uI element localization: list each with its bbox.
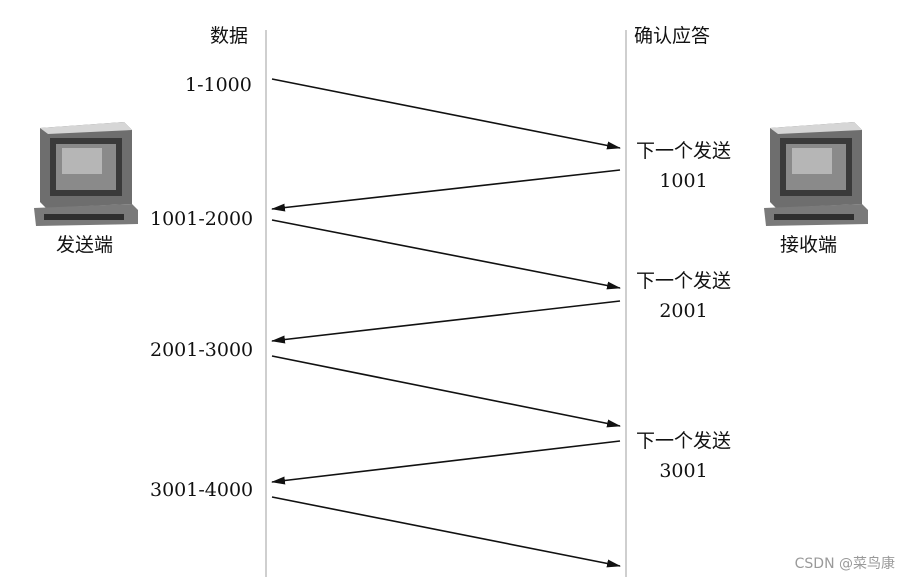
watermark: CSDN @菜鸟康: [794, 556, 895, 572]
ack-column-header: 确认应答: [634, 25, 711, 47]
data-column-header: 数据: [210, 25, 249, 47]
receiver-label: 接收端: [780, 234, 838, 256]
ack-label-text: 下一个发送: [636, 430, 732, 452]
ack-arrow-1: [271, 169, 621, 212]
sender-computer-icon: [34, 122, 138, 226]
data-arrow-1: [271, 78, 621, 150]
ack-label: 下一个发送 2001: [636, 266, 731, 326]
ack-arrow-3: [271, 440, 621, 485]
ack-label: 下一个发送 3001: [636, 426, 731, 486]
ack-label-text: 下一个发送: [636, 270, 732, 292]
ack-label-number: 1001: [659, 170, 708, 192]
data-arrow-3: [271, 355, 621, 428]
segment-label: 1-1000: [185, 74, 252, 96]
ack-label-number: 2001: [659, 300, 708, 322]
ack-label: 下一个发送 1001: [636, 136, 731, 196]
segment-label: 1001-2000: [150, 208, 254, 230]
receiver-computer-icon: [764, 122, 868, 226]
sender-label: 发送端: [56, 234, 114, 256]
ack-arrow-2: [271, 300, 621, 344]
data-arrow-2: [271, 219, 621, 290]
data-arrow-4: [271, 496, 621, 568]
ack-label-number: 3001: [659, 460, 708, 482]
ack-label-text: 下一个发送: [636, 140, 732, 162]
segment-label: 2001-3000: [150, 339, 254, 361]
segment-label: 3001-4000: [150, 479, 254, 501]
